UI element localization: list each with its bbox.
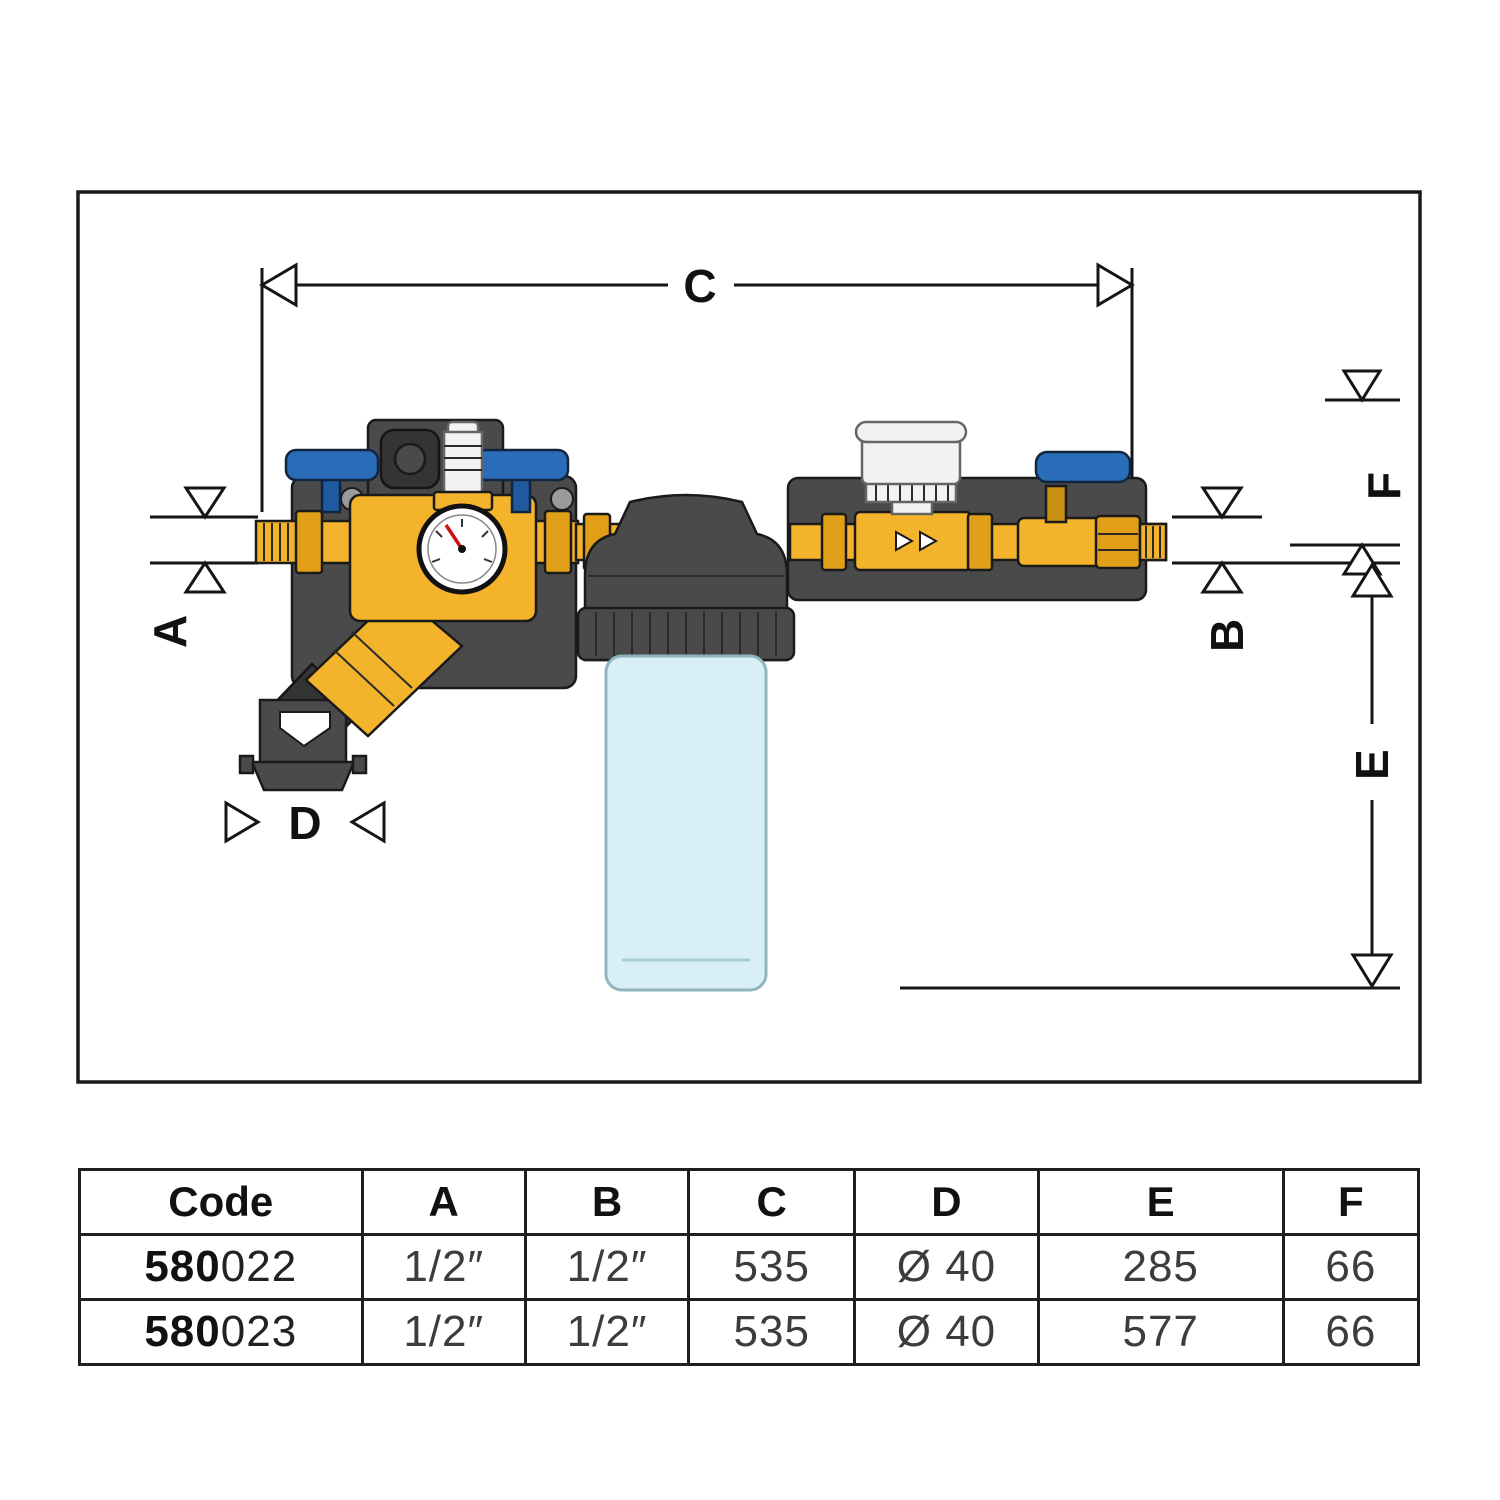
arrowhead-down: [1350, 953, 1394, 989]
ball-valve-handle-left: [284, 448, 380, 514]
dimension-label-b: B: [1201, 619, 1253, 652]
table-row: 580023 1/2″ 1/2″ 535 Ø 40 577 66: [78, 1298, 1421, 1366]
dimension-c: C: [259, 260, 1135, 512]
cell-code: 580022: [78, 1233, 364, 1301]
col-header-c: C: [687, 1168, 857, 1236]
col-header-e: E: [1036, 1168, 1285, 1236]
dimension-label-f: F: [1358, 472, 1410, 500]
dimension-label-c: C: [683, 260, 716, 312]
col-header-b: B: [523, 1168, 691, 1236]
dimension-label-e: E: [1346, 749, 1398, 780]
dimension-f: F: [1290, 369, 1410, 576]
dimension-e: E: [900, 562, 1400, 990]
arrowhead-up: [1200, 560, 1244, 594]
dimension-d: D: [224, 797, 386, 849]
table-header-row: Code A B C D E F: [78, 1168, 1421, 1236]
cell-b: 1/2″: [523, 1298, 691, 1366]
col-header-code: Code: [78, 1168, 364, 1236]
cell-code: 580023: [78, 1298, 364, 1366]
cell-b: 1/2″: [523, 1233, 691, 1301]
union-nut: [820, 512, 848, 572]
cell-d: Ø 40: [853, 1233, 1040, 1301]
arrowhead-up: [1350, 562, 1394, 598]
valve-stem: [1044, 484, 1068, 524]
dimension-table: Code A B C D E F 580022 1/2″ 1/2″ 535 Ø …: [78, 1168, 1421, 1366]
arrowhead-down: [183, 486, 227, 520]
drain-funnel: [238, 662, 368, 792]
code-suffix: 023: [220, 1307, 298, 1356]
cell-d: Ø 40: [853, 1298, 1040, 1366]
cell-c: 535: [687, 1233, 857, 1301]
dimension-label-a: A: [144, 615, 196, 648]
union-nut: [294, 509, 324, 575]
union-nut: [966, 512, 994, 572]
water-meter: [853, 420, 994, 572]
outlet-ball-valve: [1016, 450, 1168, 570]
arrowhead-down: [1200, 486, 1244, 520]
cell-e: 577: [1036, 1298, 1285, 1366]
gauge-needle: [444, 524, 464, 550]
cell-a: 1/2″: [360, 1298, 527, 1366]
arrowhead-left: [349, 800, 386, 844]
dimension-label-d: D: [288, 797, 321, 849]
col-header-f: F: [1281, 1168, 1421, 1236]
col-header-a: A: [360, 1168, 527, 1236]
arrowhead-up: [183, 560, 227, 594]
filter-head: [576, 493, 796, 662]
filter-bowl: [604, 654, 768, 992]
dimension-a: A: [144, 486, 258, 648]
technical-diagram: C A B F E D: [76, 190, 1422, 1084]
cell-f: 66: [1281, 1233, 1421, 1301]
cell-c: 535: [687, 1298, 857, 1366]
arrowhead-right: [1096, 262, 1135, 308]
meter-cap: [854, 420, 968, 444]
pressure-gauge: [416, 503, 508, 595]
code-suffix: 022: [220, 1242, 298, 1291]
valve-lever: [1034, 450, 1132, 484]
union-nut: [543, 509, 573, 575]
strainer-body: [304, 590, 464, 738]
cell-f: 66: [1281, 1298, 1421, 1366]
cartridge-valve: [432, 420, 494, 512]
arrowhead-down: [1341, 369, 1383, 403]
screw: [550, 487, 574, 511]
code-prefix: 580: [144, 1242, 221, 1291]
table-row: 580022 1/2″ 1/2″ 535 Ø 40 285 66: [78, 1233, 1421, 1301]
cell-a: 1/2″: [360, 1233, 527, 1301]
code-prefix: 580: [144, 1307, 221, 1356]
arrowhead-left: [259, 262, 298, 308]
arrowhead-right: [224, 800, 261, 844]
col-header-d: D: [853, 1168, 1040, 1236]
cell-e: 285: [1036, 1233, 1285, 1301]
